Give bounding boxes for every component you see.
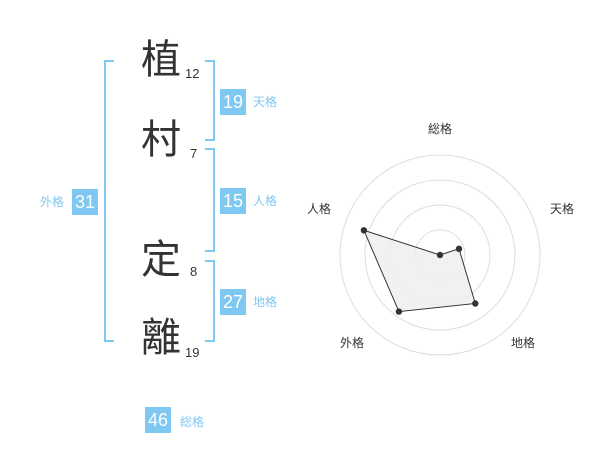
radar-point-3 <box>395 308 403 315</box>
gaikaku-bracket <box>104 60 114 342</box>
stroke-count-1: 12 <box>185 66 200 81</box>
jinkaku-score-badge: 15 <box>220 188 247 214</box>
tenkaku-label: 天格 <box>253 95 278 109</box>
radar-axis-label-0: 総格 <box>428 122 453 136</box>
radar-axis-label-2: 地格 <box>511 336 536 350</box>
name-char-4: 離 <box>141 315 181 361</box>
chikaku-label: 地格 <box>253 295 278 309</box>
radar-point-4 <box>360 227 368 234</box>
radar-ring-4 <box>339 154 541 356</box>
radar-point-2 <box>472 300 479 307</box>
stroke-count-3: 8 <box>190 264 198 279</box>
radar-chart <box>339 154 541 356</box>
radar-axis-label-3: 外格 <box>340 336 365 350</box>
stroke-count-2: 7 <box>190 146 198 161</box>
stroke-count-4: 19 <box>185 345 200 360</box>
radar-axis-label-4: 人格 <box>307 202 332 216</box>
radar-point-1 <box>455 245 463 252</box>
jinkaku-bracket <box>205 148 215 252</box>
tenkaku-score-badge: 19 <box>220 89 247 115</box>
name-char-3: 定 <box>141 237 181 283</box>
soukaku-label: 総格 <box>180 415 205 429</box>
jinkaku-label: 人格 <box>253 194 278 208</box>
name-char-1: 植 <box>141 37 181 83</box>
chikaku-score-badge: 27 <box>220 289 247 315</box>
radar-point-0 <box>436 251 444 259</box>
radar-polygon <box>363 229 476 313</box>
gaikaku-label: 外格 <box>40 195 65 209</box>
radar-ring-3 <box>364 179 516 331</box>
radar-axis-label-1: 天格 <box>550 202 575 216</box>
tenkaku-bracket <box>205 60 215 141</box>
soukaku-score-badge: 46 <box>145 407 172 433</box>
gaikaku-score-badge: 31 <box>72 189 99 215</box>
chikaku-bracket <box>205 260 215 342</box>
name-char-2: 村 <box>141 117 181 163</box>
